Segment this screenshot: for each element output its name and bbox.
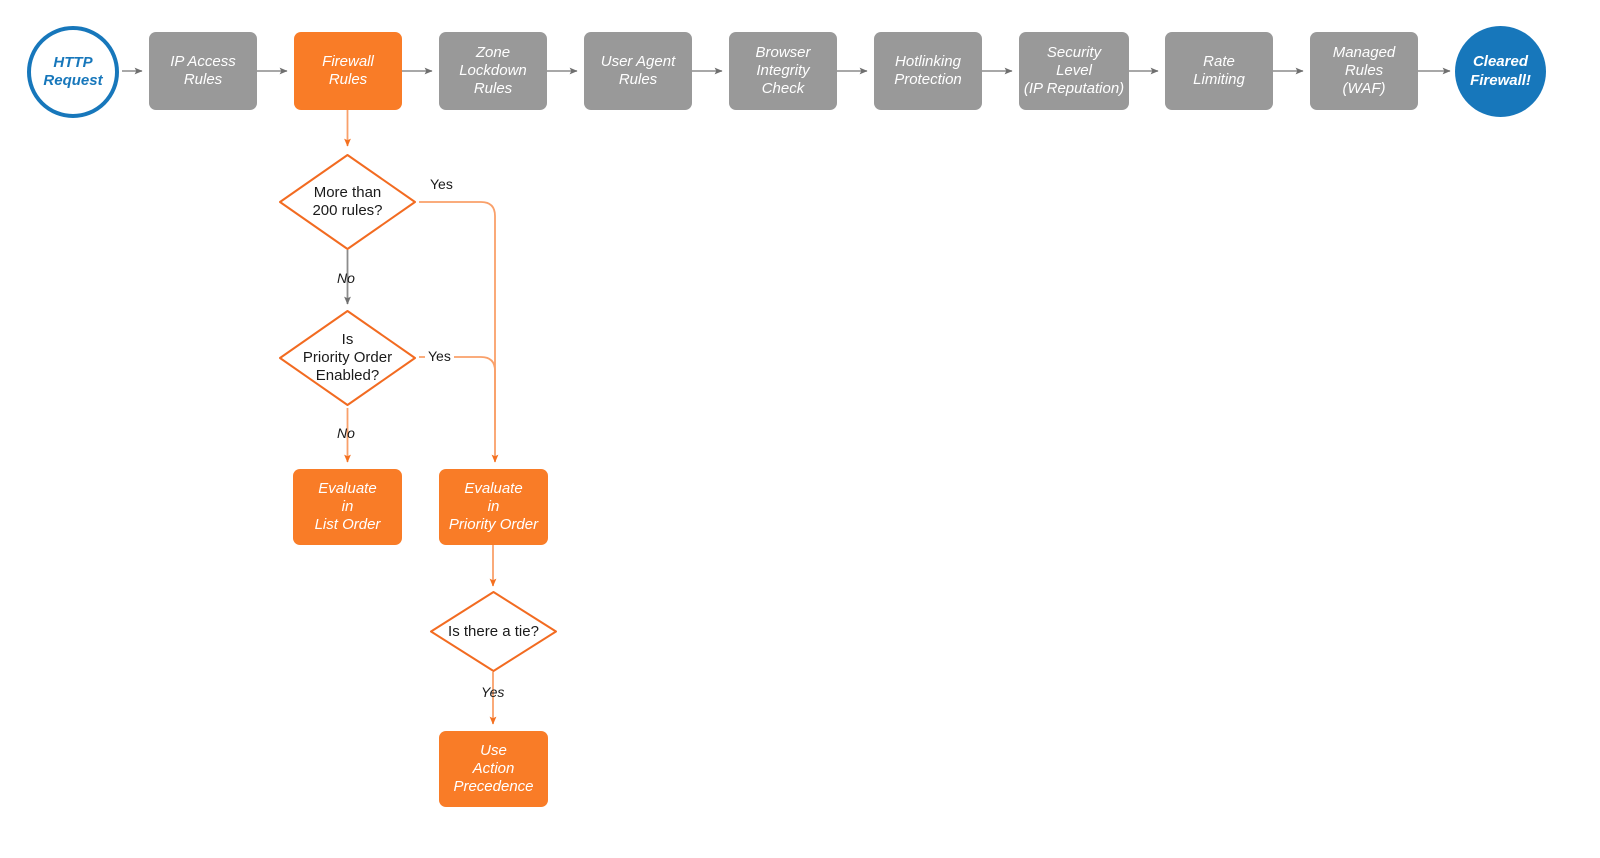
edge-label-d1-yes: Yes <box>430 176 453 192</box>
node-evaluate-in-priority-order[interactable]: Evaluate in Priority Order <box>439 469 548 545</box>
node-browser-integrity-check[interactable]: Browser Integrity Check <box>729 32 837 110</box>
node-cleared-firewall[interactable]: Cleared Firewall! <box>1455 26 1546 117</box>
browser-integrity-line2: Integrity <box>756 61 810 79</box>
user-agent-rules-line2: Rules <box>618 71 658 88</box>
edge-label-d2-yes: Yes <box>425 348 454 364</box>
use-action-precedence-line2: Action <box>472 759 515 777</box>
rate-limiting-line1: Rate <box>1203 52 1235 70</box>
zone-lockdown-line3: Rules <box>473 80 513 98</box>
evaluate-list-order-line2: in <box>341 497 354 515</box>
managed-rules-line2: Rules <box>1344 61 1384 79</box>
use-action-precedence-line3: Precedence <box>453 778 534 796</box>
security-level-line3: (IP Reputation) <box>1023 80 1125 98</box>
node-evaluate-in-list-order[interactable]: Evaluate in List Order <box>293 469 402 545</box>
decision-priority-order-enabled[interactable]: Is Priority Order Enabled? <box>277 308 418 408</box>
node-rate-limiting[interactable]: Rate Limiting <box>1165 32 1273 110</box>
node-ip-access-rules[interactable]: IP Access Rules <box>149 32 257 110</box>
evaluate-priority-order-line3: Priority Order <box>448 516 539 534</box>
cleared-firewall-line2: Firewall! <box>1470 71 1531 89</box>
edge-label-d3-yes: Yes <box>481 684 505 700</box>
node-security-level[interactable]: Security Level (IP Reputation) <box>1019 32 1129 110</box>
managed-rules-line3: (WAF) <box>1342 80 1386 98</box>
rate-limiting-line2: Limiting <box>1193 71 1245 88</box>
browser-integrity-line1: Browser <box>755 43 811 61</box>
node-http-request[interactable]: HTTP Request <box>27 26 119 118</box>
edge-d2-yes <box>419 356 496 430</box>
hotlinking-line2: Protection <box>894 71 962 88</box>
use-action-precedence-line1: Use <box>480 741 507 759</box>
ip-access-rules-line1: IP Access <box>170 52 236 70</box>
zone-lockdown-line2: Lockdown <box>459 61 527 79</box>
diamond-shape <box>279 154 416 250</box>
evaluate-list-order-line1: Evaluate <box>318 479 377 497</box>
edge-d1-yes <box>419 201 499 463</box>
evaluate-priority-order-line2: in <box>487 497 500 515</box>
managed-rules-line1: Managed <box>1332 43 1396 61</box>
node-user-agent-rules[interactable]: User Agent Rules <box>584 32 692 110</box>
firewall-rules-line2: Rules <box>328 71 368 88</box>
diamond-shape <box>279 310 416 406</box>
decision-more-than-200-rules[interactable]: More than 200 rules? <box>277 152 418 252</box>
cleared-firewall-line1: Cleared <box>1472 53 1528 71</box>
http-request-line1: HTTP <box>53 53 93 71</box>
decision-is-there-a-tie[interactable]: Is there a tie? <box>428 589 559 674</box>
security-level-line2: Level <box>1056 61 1092 79</box>
browser-integrity-line3: Check <box>761 80 805 98</box>
security-level-line1: Security <box>1046 43 1102 61</box>
node-hotlinking-protection[interactable]: Hotlinking Protection <box>874 32 982 110</box>
firewall-rules-line1: Firewall <box>322 52 374 70</box>
node-zone-lockdown-rules[interactable]: Zone Lockdown Rules <box>439 32 547 110</box>
node-firewall-rules[interactable]: Firewall Rules <box>294 32 402 110</box>
hotlinking-line1: Hotlinking <box>895 52 961 70</box>
evaluate-list-order-line3: List Order <box>314 516 381 534</box>
ip-access-rules-line2: Rules <box>183 71 223 88</box>
node-use-action-precedence[interactable]: Use Action Precedence <box>439 731 548 807</box>
evaluate-priority-order-line1: Evaluate <box>464 479 523 497</box>
zone-lockdown-line1: Zone <box>475 43 511 61</box>
node-managed-rules-waf[interactable]: Managed Rules (WAF) <box>1310 32 1418 110</box>
edge-label-d1-no: No <box>337 270 355 286</box>
diamond-shape <box>430 591 557 672</box>
user-agent-rules-line1: User Agent <box>600 52 676 70</box>
edge-label-d2-no: No <box>337 425 355 441</box>
http-request-line2: Request <box>43 72 103 89</box>
